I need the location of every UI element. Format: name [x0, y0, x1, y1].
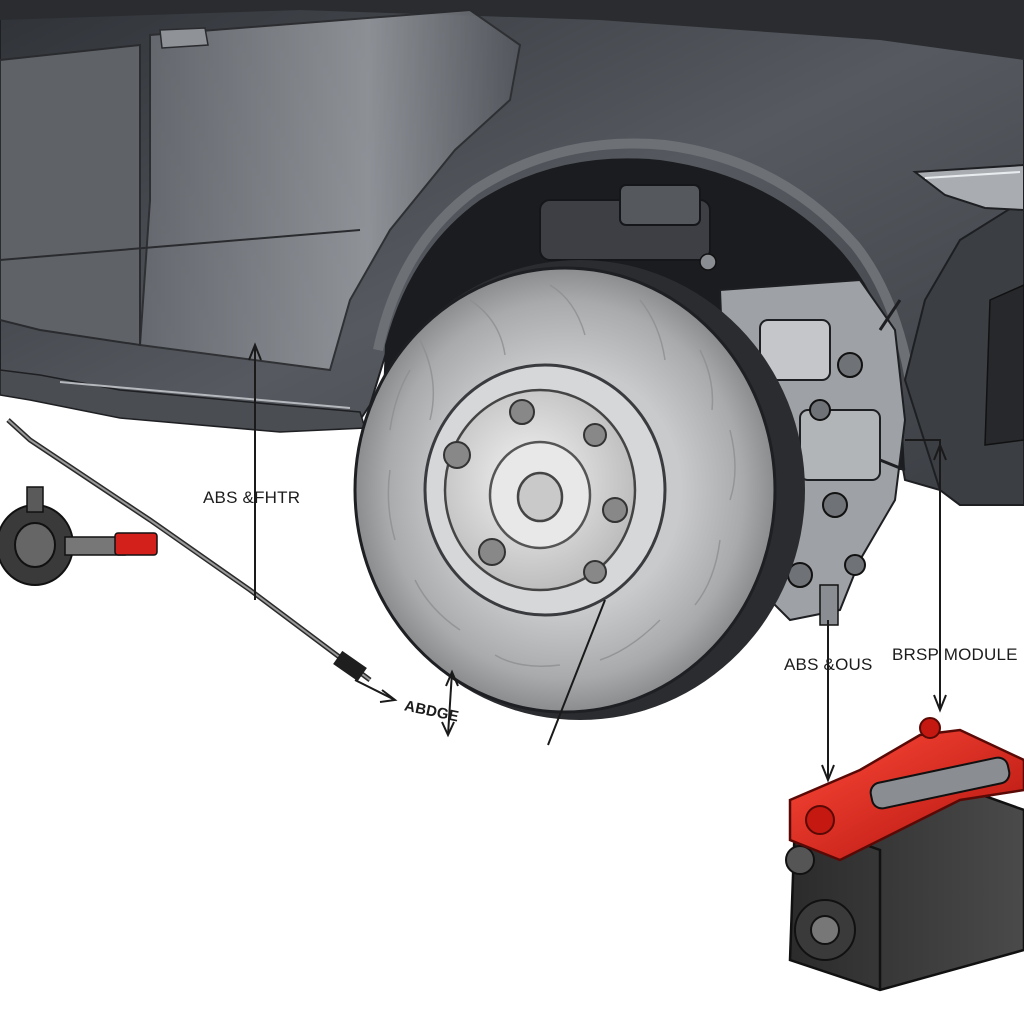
brake-rotor	[353, 260, 805, 720]
callout-lines	[248, 342, 947, 783]
leader-arrow-abs-fhtr	[248, 342, 262, 361]
label-abs-fhtr: ABS &FHTR	[203, 488, 301, 507]
leader-line-abdge	[447, 671, 453, 736]
abs-sensor	[0, 418, 372, 682]
leader-line-sensor-tip	[354, 679, 396, 701]
leader-line-hub	[547, 599, 606, 746]
label-brsp-module: BRSP MODULE	[892, 645, 1018, 664]
leader-line-brsp-module	[905, 439, 941, 710]
label-abs-ous: ABS &OUS	[784, 655, 873, 674]
abs-brake-module	[785, 717, 1024, 992]
